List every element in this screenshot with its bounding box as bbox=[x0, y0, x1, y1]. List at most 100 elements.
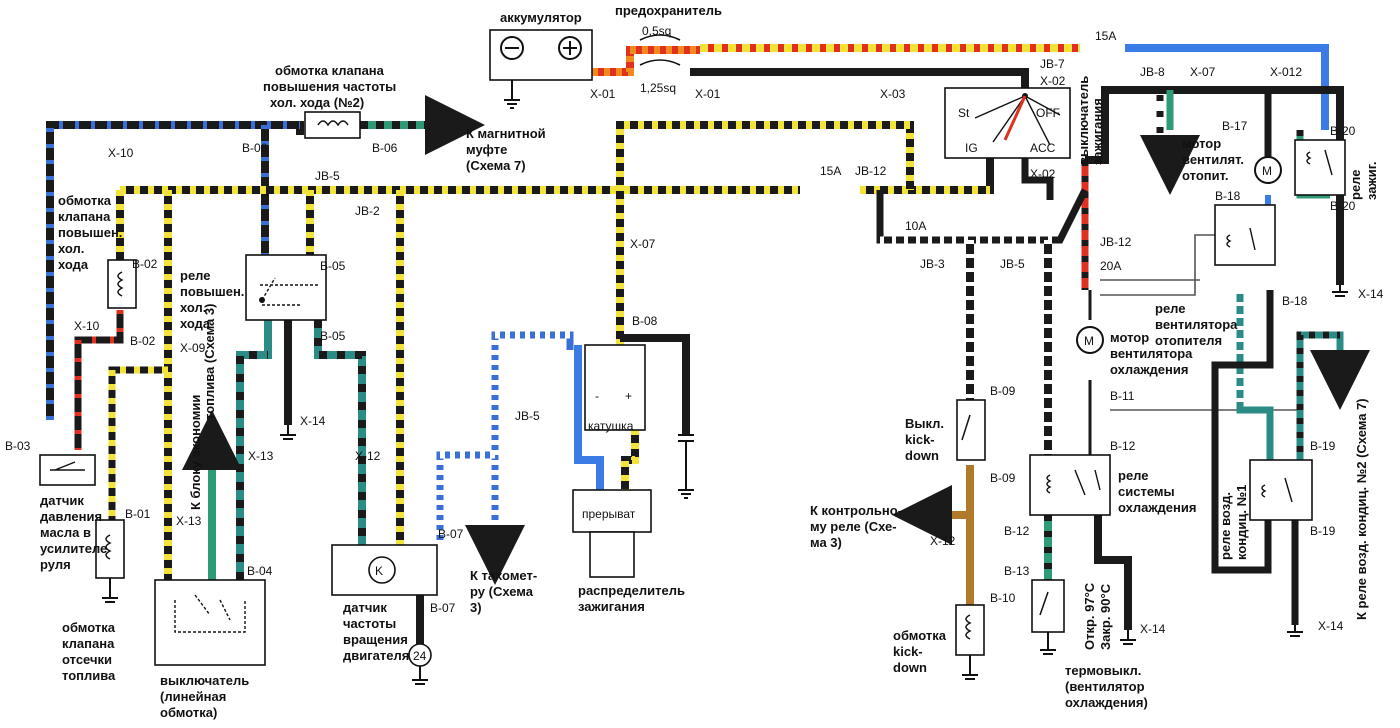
label-x01a: X-01 bbox=[590, 87, 616, 101]
label-idle-valve2-l1: обмотка клапана bbox=[275, 63, 385, 78]
label-fuse10: 10A bbox=[905, 219, 926, 233]
label-relay-idle-l1: реле bbox=[180, 268, 211, 283]
ac-relay-1 bbox=[1249, 459, 1313, 521]
label-cooling-fan-l3: охлаждения bbox=[1110, 362, 1188, 377]
label-b02b: B-02 bbox=[130, 334, 156, 348]
label-kickdown-sw-l1: Выкл. bbox=[905, 416, 944, 431]
label-jb5-mid: JB-5 bbox=[515, 409, 540, 423]
label-breaker: прерыват bbox=[582, 507, 636, 521]
label-thermo-l3: охлаждения) bbox=[1065, 695, 1148, 710]
cooling-fan-motor bbox=[1076, 326, 1104, 354]
label-ign-switch-l1: выключатель bbox=[1076, 76, 1091, 165]
label-ign-ig: IG bbox=[965, 141, 978, 155]
ground-rpm bbox=[412, 666, 428, 685]
label-b11: B-11 bbox=[1110, 389, 1135, 403]
ignition-relay bbox=[1294, 139, 1346, 196]
label-ign-relay-l2: зажиг. bbox=[1364, 162, 1379, 200]
label-x02a: X-02 bbox=[1040, 74, 1066, 88]
label-kickdown-coil-l1: обмотка bbox=[893, 628, 947, 643]
label-idle-valve2-l2: повышения частоты bbox=[263, 79, 396, 94]
label-line-switch-l2: (линейная bbox=[160, 689, 226, 704]
label-x12a: X-12 bbox=[355, 449, 381, 463]
label-oil-l2: давления bbox=[40, 509, 102, 524]
label-heater-relay-l2: вентилятора bbox=[1155, 317, 1238, 332]
label-ign-st: St bbox=[958, 106, 970, 120]
label-x07-mid: X-07 bbox=[630, 237, 656, 251]
label-idle-valve2-l3: хол. хода (№2) bbox=[270, 95, 364, 110]
label-battery: аккумулятор bbox=[500, 10, 582, 25]
label-thermo-close: Закр. 90°С bbox=[1098, 583, 1113, 650]
kickdown-switch bbox=[956, 399, 986, 461]
kickdown-coil bbox=[955, 604, 985, 680]
wire-x12-green bbox=[306, 190, 366, 545]
label-b04: B-04 bbox=[247, 564, 273, 578]
label-distributor-l1: распределитель bbox=[578, 583, 685, 598]
wire-b08-black bbox=[620, 334, 690, 435]
label-cooling-relay-l2: системы bbox=[1118, 484, 1175, 499]
heater-motor bbox=[1254, 156, 1282, 184]
thermo-switch bbox=[1031, 579, 1065, 655]
label-relay-idle-l2: повышен. bbox=[180, 284, 244, 299]
label-fuse15-mid: 15A bbox=[820, 164, 841, 178]
label-ign-acc: ACC bbox=[1030, 141, 1056, 155]
wire-coil-blue bbox=[574, 345, 604, 490]
ignition-switch bbox=[944, 87, 1071, 159]
label-jb8: JB-8 bbox=[1140, 65, 1165, 79]
wire-x10-black-blue bbox=[46, 121, 304, 420]
wire-cooling-x14 bbox=[1094, 515, 1132, 630]
labels: аккумулятор предохранитель 0,5sq 1,25sq … bbox=[5, 3, 1384, 720]
label-oil-l1: датчик bbox=[40, 493, 84, 508]
label-kickdown-coil-l3: down bbox=[893, 660, 927, 675]
label-magnetic-l2: муфте bbox=[466, 142, 507, 157]
label-x13b: X-13 bbox=[176, 514, 202, 528]
label-b12a: B-12 bbox=[1110, 439, 1136, 453]
line-switch bbox=[154, 579, 266, 666]
label-circle24: 24 bbox=[413, 649, 427, 663]
label-b06a: B-06 bbox=[242, 141, 268, 155]
label-coil: катушка bbox=[588, 419, 634, 433]
label-rpm-l4: двигателя bbox=[343, 648, 409, 663]
label-oil-l4: усилителе bbox=[40, 541, 107, 556]
label-x14b: X-14 bbox=[1140, 622, 1166, 636]
label-b18b: B-18 bbox=[1282, 294, 1308, 308]
label-kickdown-coil-l2: kick- bbox=[893, 644, 923, 659]
label-magnetic-l1: К магнитной bbox=[466, 126, 546, 141]
label-distributor-l2: зажигания bbox=[578, 599, 645, 614]
label-x02b: X-02 bbox=[1030, 167, 1056, 181]
label-b19b: B-19 bbox=[1310, 524, 1336, 538]
label-x07-top: X-07 bbox=[1190, 65, 1216, 79]
label-b20a: B-20 bbox=[1330, 124, 1356, 138]
label-line-switch-l3: обмотка) bbox=[160, 705, 217, 720]
label-b07a: B-07 bbox=[438, 527, 464, 541]
components bbox=[39, 29, 1370, 685]
wire-b02-red bbox=[74, 310, 124, 450]
label-b08: B-08 bbox=[632, 314, 658, 328]
label-x01b: X-01 bbox=[695, 87, 721, 101]
wire-x07-coil bbox=[616, 121, 914, 345]
idle-valve-coil bbox=[107, 259, 137, 309]
label-heater-motor-l2: вентилят. bbox=[1182, 152, 1244, 167]
label-oil-l3: масла в bbox=[40, 525, 91, 540]
label-control-l1: К контрольно- bbox=[810, 503, 902, 518]
label-x012: X-012 bbox=[1270, 65, 1302, 79]
label-b20b: B-20 bbox=[1330, 199, 1356, 213]
label-cutoff-l3: отсечки bbox=[62, 652, 112, 667]
ignition-coil bbox=[584, 344, 646, 431]
label-ign-switch-l2: зажигания bbox=[1090, 98, 1105, 165]
label-wire-05: 0,5sq bbox=[642, 24, 671, 38]
label-jb2: JB-2 bbox=[355, 204, 380, 218]
label-motor-m2: M bbox=[1262, 164, 1272, 178]
label-tacho-l2: ру (Схема bbox=[470, 584, 534, 599]
label-fuse15-top: 15A bbox=[1095, 29, 1116, 43]
label-kickdown-sw-l3: down bbox=[905, 448, 939, 463]
label-rpm-l3: вращения bbox=[343, 632, 408, 647]
label-wire-125: 1,25sq bbox=[640, 81, 676, 95]
label-coil-minus: - bbox=[595, 389, 599, 403]
label-thermo-l2: (вентилятор bbox=[1065, 679, 1145, 694]
label-tacho-l3: 3) bbox=[470, 600, 482, 615]
wire-ign-black bbox=[1021, 155, 1054, 200]
label-magnetic-l3: (Схема 7) bbox=[466, 158, 526, 173]
label-ac-relay2: К реле возд. кондиц. №2 (Схема 7) bbox=[1354, 398, 1369, 620]
distributor bbox=[572, 489, 652, 578]
